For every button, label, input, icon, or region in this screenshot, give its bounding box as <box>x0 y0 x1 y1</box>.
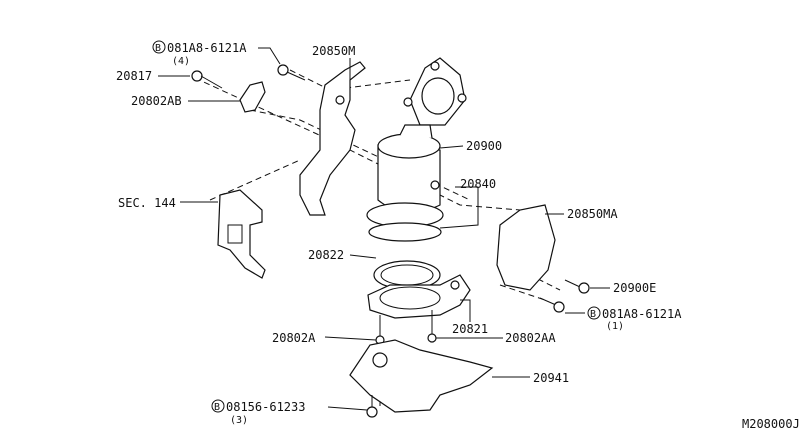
svg-text:081A8-6121A: 081A8-6121A <box>602 307 682 321</box>
flange-top <box>403 57 467 126</box>
heat-shield-upper <box>299 61 366 216</box>
heat-shield-lower <box>349 339 494 413</box>
callout-bolt-top: B 081A8-6121A (4) <box>152 40 247 67</box>
leader-line <box>258 47 281 65</box>
leader-line <box>439 145 464 149</box>
label-20941: 20941 <box>533 371 569 385</box>
bolt-20900E <box>564 279 590 294</box>
label-20840: 20840 <box>460 177 496 191</box>
stud-20802A <box>375 315 385 345</box>
svg-text:(4): (4) <box>172 56 190 67</box>
label-20900: 20900 <box>466 139 502 153</box>
assembly-line <box>209 159 301 201</box>
label-20850M: 20850M <box>312 44 355 58</box>
catalytic-converter <box>366 124 444 228</box>
assembly-line <box>249 109 471 201</box>
svg-text:B: B <box>155 43 161 54</box>
label-sec-144: SEC. 144 <box>118 196 176 210</box>
bracket-grille <box>227 224 243 244</box>
svg-text:(3): (3) <box>230 415 248 426</box>
shield-hole <box>335 95 345 105</box>
svg-text:08156-61233: 08156-61233 <box>226 400 305 414</box>
svg-text:081A8-6121A: 081A8-6121A <box>167 41 247 55</box>
diagram-id: M208000J <box>742 417 800 431</box>
flange-lower <box>367 274 471 319</box>
leader-line <box>460 299 471 322</box>
assembly-line <box>499 284 546 301</box>
bolt-20817 <box>191 70 223 89</box>
label-20850MA: 20850MA <box>567 207 618 221</box>
bracket-20802AB <box>239 81 266 113</box>
label-20802AB: 20802AB <box>131 94 182 108</box>
assembly-line <box>519 269 561 291</box>
leader-line <box>324 336 377 341</box>
svg-text:(1): (1) <box>606 321 624 332</box>
label-20802A: 20802A <box>272 331 316 345</box>
svg-text:B: B <box>214 402 220 413</box>
gasket-20840 <box>368 222 442 242</box>
label-20802AA: 20802AA <box>505 331 556 345</box>
label-20817: 20817 <box>116 69 152 83</box>
label-20900E: 20900E <box>613 281 656 295</box>
label-20822: 20822 <box>308 248 344 262</box>
leader-line <box>439 186 479 229</box>
leader-line <box>349 254 377 259</box>
heat-shield-right <box>496 204 556 291</box>
bolt-081A8-top <box>277 64 306 81</box>
callout-bolt-bottom: B 08156-61233 (3) <box>211 399 305 426</box>
leader-line <box>327 406 368 411</box>
callout-bolt-right: B 081A8-6121A (1) <box>587 306 682 332</box>
ring-20822 <box>373 260 441 290</box>
bolt-08156 <box>366 395 378 418</box>
shield-hole <box>372 352 388 368</box>
svg-text:B: B <box>590 309 596 320</box>
label-20821: 20821 <box>452 322 488 336</box>
bolt-081A8-right <box>539 297 565 313</box>
